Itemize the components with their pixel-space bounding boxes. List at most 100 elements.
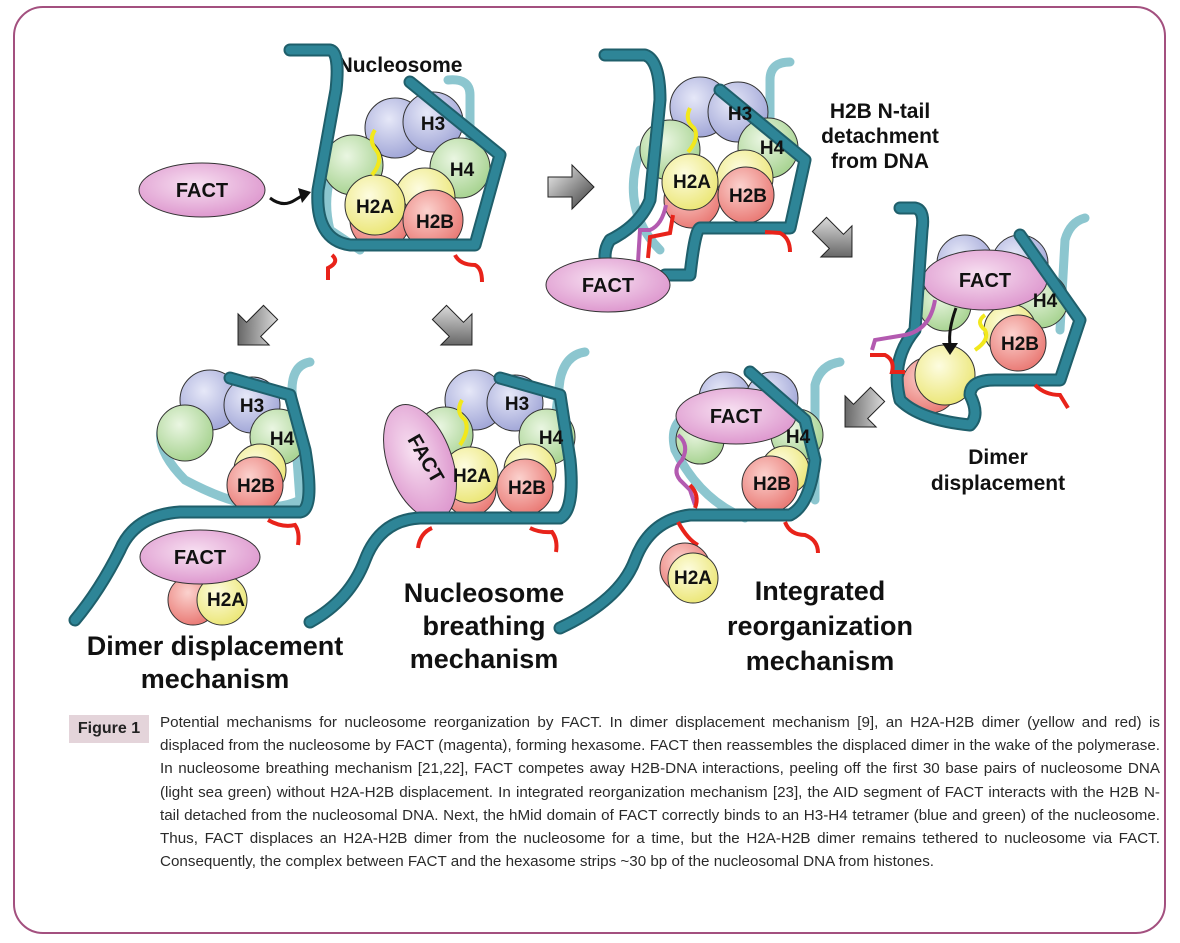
panel-integrated-mechanism: FACT H4 H2B H2A Integrated reorganizatio… xyxy=(553,357,913,676)
label-h4: H4 xyxy=(539,428,564,449)
label-h3: H3 xyxy=(505,394,529,415)
histone-h2a xyxy=(344,174,406,236)
label-fact: FACT xyxy=(582,275,634,297)
dna-strand xyxy=(660,85,810,280)
h2b-tail-red xyxy=(326,253,338,280)
ntail-magenta xyxy=(674,433,697,506)
ntail-magenta xyxy=(636,204,668,263)
arrow-head-icon xyxy=(942,343,958,355)
dimer-label-line2: displacement xyxy=(931,472,1065,495)
dna-strand xyxy=(600,50,665,280)
h2b-tail-red xyxy=(453,253,484,283)
h2b-tail-red xyxy=(416,526,433,549)
dna-light-strand xyxy=(443,75,475,175)
label-h2a: H2A xyxy=(207,590,245,611)
arrow-down-left-icon xyxy=(828,378,894,444)
label-h2a: H2A xyxy=(673,172,711,193)
dna-strand xyxy=(70,373,314,625)
label-h2a: H2A xyxy=(356,197,394,218)
label-fact: FACT xyxy=(176,180,228,202)
histone-h4-back xyxy=(156,404,214,462)
label-h2b: H2B xyxy=(416,212,454,233)
ntail-label-line2: detachment xyxy=(821,125,939,148)
h2b-tail-red xyxy=(764,230,792,253)
nucleosome-title: Nucleosome xyxy=(338,54,463,77)
mechanism-title-line3: mechanism xyxy=(746,646,895,676)
histone-h2a xyxy=(667,552,719,604)
figure-label: Figure 1 xyxy=(69,715,149,743)
dna-light-strand xyxy=(765,57,795,155)
arrow-right-icon xyxy=(547,164,595,210)
label-h2a: H2A xyxy=(674,568,712,589)
mechanism-title-line1: Dimer displacement xyxy=(87,631,344,661)
label-h4: H4 xyxy=(760,138,785,159)
yellow-tail xyxy=(457,398,469,447)
h2b-tail-red xyxy=(529,526,559,553)
mechanism-title-line3: mechanism xyxy=(410,644,559,674)
dna-light-strand xyxy=(550,347,590,425)
label-h2a: H2A xyxy=(453,466,491,487)
label-fact: FACT xyxy=(959,270,1011,292)
mechanism-title-line2: breathing xyxy=(422,611,545,641)
label-h2b: H2B xyxy=(508,478,546,499)
histone-h2b xyxy=(989,314,1047,372)
label-fact: FACT xyxy=(710,406,762,428)
h2b-tail-red xyxy=(783,521,820,554)
arrow-down-right-icon xyxy=(423,296,489,362)
dna-light-strand xyxy=(810,357,845,505)
label-h4: H4 xyxy=(786,427,811,448)
fact-protein xyxy=(139,529,261,585)
arrow-down-right-icon xyxy=(803,208,869,274)
binding-arrow xyxy=(269,192,306,205)
yellow-tail xyxy=(369,128,382,177)
label-fact: FACT xyxy=(174,547,226,569)
label-h2b: H2B xyxy=(753,474,791,495)
mechanism-title-line1: Nucleosome xyxy=(404,578,565,608)
dna-strand xyxy=(305,373,576,627)
label-h3: H3 xyxy=(728,104,752,125)
label-h3: H3 xyxy=(240,396,264,417)
label-h4: H4 xyxy=(1033,291,1058,312)
histone-h2a xyxy=(661,153,719,211)
dna-strand xyxy=(555,367,820,633)
ntail-label-line1: H2B N-tail xyxy=(830,100,930,123)
dna-light-strand xyxy=(668,415,750,523)
mechanism-title-line1: Integrated xyxy=(755,576,886,606)
yellow-tail xyxy=(685,107,698,154)
h2b-tail-red xyxy=(688,483,699,509)
dna-light-strand xyxy=(1055,213,1090,335)
figure-caption: Potential mechanisms for nucleosome reor… xyxy=(160,714,1160,871)
h2b-tail-red xyxy=(1033,383,1070,410)
mechanism-title-line2: reorganization xyxy=(727,611,913,641)
panel-dimer-displacement-mechanism: FACT H3 H4 H2B H2A Dimer displacement me… xyxy=(68,357,344,694)
dna-strand xyxy=(892,203,1085,430)
figure-frame xyxy=(13,6,1166,934)
label-h3: H3 xyxy=(421,114,445,135)
label-h2b: H2B xyxy=(729,186,767,207)
dna-strand xyxy=(285,45,505,250)
ntail-magenta xyxy=(870,299,937,351)
label-h2b: H2B xyxy=(1001,334,1039,355)
label-h4: H4 xyxy=(270,429,295,450)
h2b-tail-red xyxy=(870,353,905,374)
ntail-label-line3: from DNA xyxy=(831,150,929,173)
dna-light-strand xyxy=(628,145,665,255)
label-h4: H4 xyxy=(450,160,475,181)
fact-protein xyxy=(138,162,266,218)
arrow-head-icon xyxy=(298,188,311,203)
panel-dimer-displacement: FACT H4 H2B Dimer displacement xyxy=(870,201,1090,495)
label-h2b: H2B xyxy=(237,476,275,497)
arrow-down-left-icon xyxy=(221,296,287,362)
panel-ntail-detachment: FACT H3 H4 H2A H2B H2B N-tail detachment… xyxy=(545,48,939,313)
displacement-arrow xyxy=(948,307,958,346)
mechanism-title-line2: mechanism xyxy=(141,664,290,694)
h2b-tail-red xyxy=(646,214,675,259)
fact-protein xyxy=(545,257,671,313)
yellow-tail xyxy=(973,313,989,352)
panel-nucleosome: Nucleosome H3 H4 H2A H2B FACT xyxy=(138,43,507,283)
dimer-label-line1: Dimer xyxy=(968,446,1028,469)
h2b-tail-red xyxy=(267,518,301,546)
h2b-tail-red xyxy=(676,521,699,547)
panel-breathing-mechanism: FACT H3 H4 H2A H2B Nucleosome breathing … xyxy=(303,347,590,674)
